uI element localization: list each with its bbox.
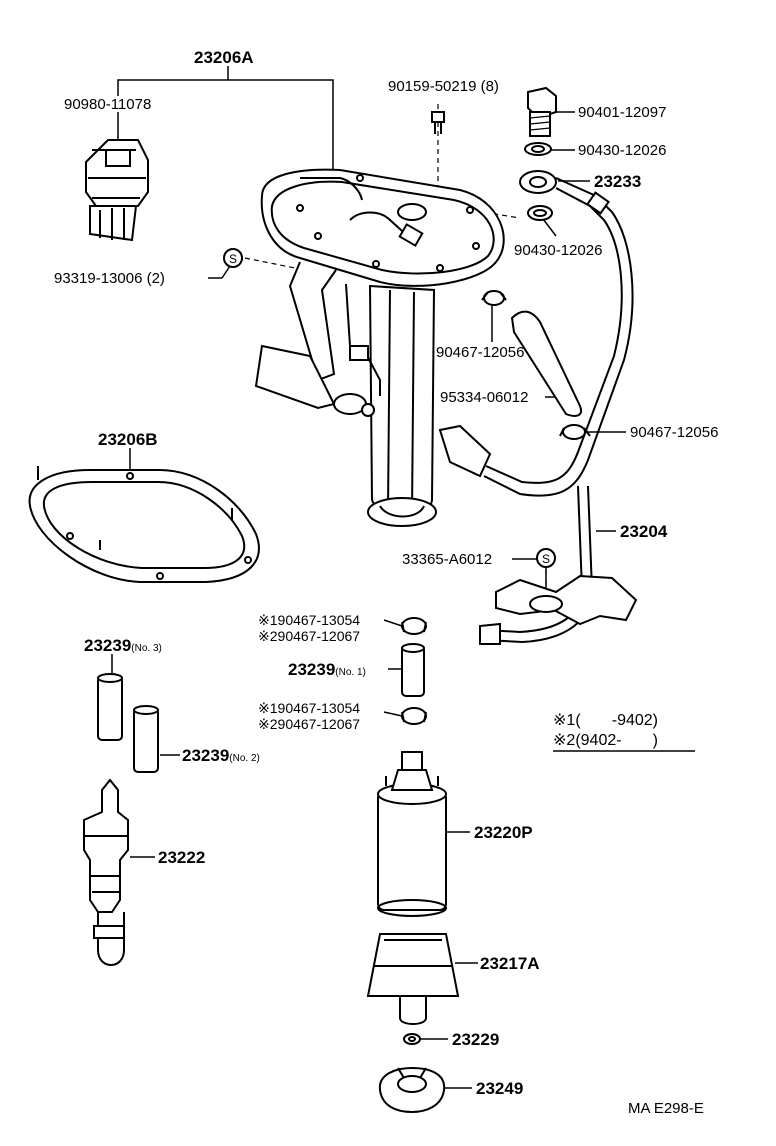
hose-no3 — [97, 673, 123, 741]
label-23239-no2-number: 23239 — [182, 746, 230, 765]
label-93319-13006: 93319-13006 (2) — [54, 270, 165, 287]
clamp-lower — [401, 707, 427, 725]
label-clamp-2-lower-number: 90467-12067 — [277, 716, 361, 732]
label-90401-12097: 90401-12097 — [578, 104, 667, 121]
label-90980-11078: 90980-11078 — [64, 96, 152, 113]
label-23239-no2: 23239(No. 2) — [182, 746, 260, 767]
clamp-upper — [401, 617, 427, 635]
label-23239-no1-note: (No. 1) — [335, 667, 366, 678]
s-mark-93319: S — [223, 248, 243, 268]
label-23239-no1: 23239(No. 1) — [288, 660, 366, 681]
union-bolt — [527, 86, 557, 137]
pressure-regulator — [83, 778, 129, 966]
label-90467-12056-lower: 90467-12056 — [630, 424, 719, 441]
fuel-hose — [510, 310, 582, 417]
label-clamp-2-lower-mark: ※2 — [258, 716, 278, 732]
legend-row-1-range: ( -9402) — [575, 712, 659, 729]
legend-row-1-mark: ※1 — [553, 712, 576, 729]
label-23222: 23222 — [158, 848, 206, 867]
label-clamp-1-upper: ※190467-13054 — [258, 612, 360, 629]
label-23206A: 23206A — [194, 48, 254, 67]
label-90159-50219: 90159-50219 (8) — [388, 78, 499, 95]
pump-bracket-assembly — [254, 168, 505, 527]
label-clamp-2-upper-mark: ※2 — [258, 628, 278, 644]
hose-clamp-upper — [481, 290, 507, 306]
pump-gasket — [28, 466, 260, 583]
fuel-pipe-bracket — [479, 485, 638, 645]
label-23239-no3-number: 23239 — [84, 636, 132, 655]
label-23233: 23233 — [594, 172, 642, 191]
small-bolt — [431, 111, 445, 134]
pump-retainer — [378, 1066, 446, 1114]
hose-no1 — [401, 643, 425, 697]
s-mark-text-2: S — [542, 552, 550, 566]
fuel-pump — [377, 751, 447, 917]
label-23239-no2-note: (No. 2) — [229, 753, 260, 764]
gasket-upper — [524, 142, 552, 156]
label-23229: 23229 — [452, 1030, 500, 1049]
label-23204: 23204 — [620, 522, 668, 541]
wiring-connector — [85, 139, 149, 242]
label-clamp-2-lower: ※290467-12067 — [258, 716, 360, 733]
legend-row-2-mark: ※2 — [553, 732, 576, 749]
label-93319-13006-qty: (2) — [146, 270, 165, 287]
label-93319-13006-number: 93319-13006 — [54, 270, 143, 287]
label-33365-A6012: 33365-A6012 — [402, 551, 493, 568]
label-90430-12026-lower: 90430-12026 — [514, 242, 603, 259]
footer-code: MA E298-E — [628, 1100, 704, 1117]
label-clamp-1-lower-mark: ※1 — [258, 700, 278, 716]
legend-row-2: ※2(9402- ) — [553, 732, 658, 749]
label-90467-12056-upper: 90467-12056 — [436, 344, 525, 361]
label-clamp-1-lower: ※190467-13054 — [258, 700, 360, 717]
fuel-filter — [366, 933, 460, 1025]
label-23239-no1-number: 23239 — [288, 660, 336, 679]
label-90159-50219-number: 90159-50219 — [388, 78, 477, 95]
label-clamp-1-upper-mark: ※1 — [258, 612, 278, 628]
label-90159-50219-qty: (8) — [480, 78, 499, 95]
label-clamp-1-lower-number: 90467-13054 — [277, 700, 361, 716]
hose-no2 — [133, 705, 159, 773]
label-clamp-2-upper: ※290467-12067 — [258, 628, 360, 645]
s-mark-33365: S — [536, 548, 556, 568]
label-95334-06012: 95334-06012 — [440, 389, 529, 406]
label-23206B: 23206B — [98, 430, 158, 449]
gasket-lower — [527, 205, 553, 221]
cushion-ring — [403, 1033, 421, 1045]
legend-row-2-range: (9402- ) — [575, 732, 659, 749]
label-clamp-1-upper-number: 90467-13054 — [277, 612, 361, 628]
outlet-pipe — [438, 170, 634, 497]
label-90430-12026-upper: 90430-12026 — [578, 142, 667, 159]
label-23220P: 23220P — [474, 823, 533, 842]
hose-clamp-lower — [559, 424, 591, 440]
s-mark-text-1: S — [229, 252, 237, 266]
label-clamp-2-upper-number: 90467-12067 — [277, 628, 361, 644]
label-23239-no3: 23239(No. 3) — [84, 636, 162, 657]
label-23249: 23249 — [476, 1079, 524, 1098]
legend-row-1: ※1( -9402) — [553, 712, 658, 729]
label-23239-no3-note: (No. 3) — [131, 643, 162, 654]
label-23217A: 23217A — [480, 954, 540, 973]
